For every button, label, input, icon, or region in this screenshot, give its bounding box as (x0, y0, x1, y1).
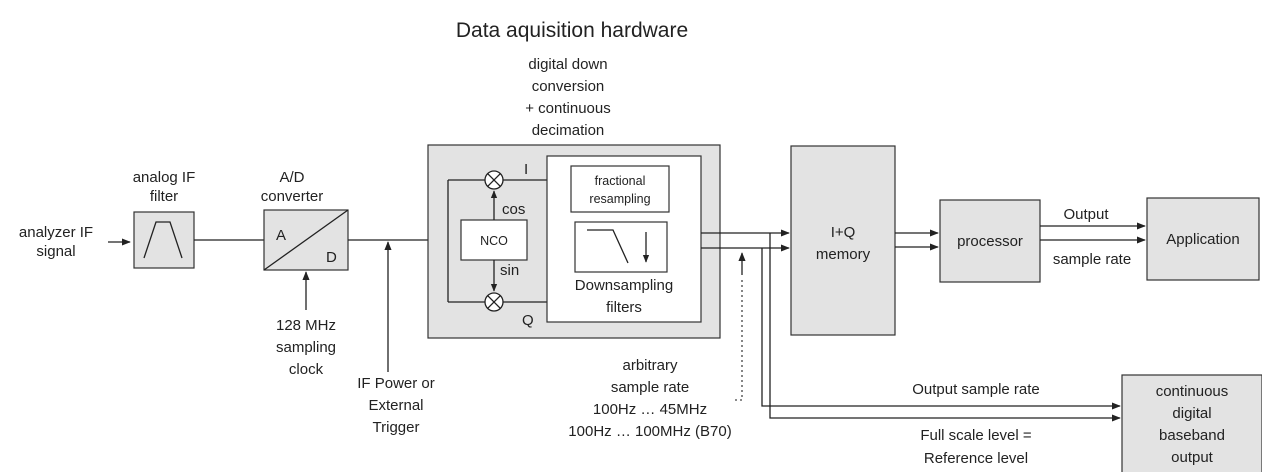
ddc-label-line1: digital down (528, 56, 607, 73)
clock-label-line2: sampling (276, 339, 336, 356)
output-sample-rate-label: Output sample rate (912, 381, 1040, 398)
trigger-label-line3: Trigger (373, 419, 420, 436)
analog-filter-label-line1: analog IF (133, 169, 196, 186)
sin-label: sin (500, 262, 519, 279)
i-mixer-icon (484, 170, 504, 190)
sample-rate-line2: sample rate (611, 379, 689, 396)
baseband-label-line3: baseband (1159, 427, 1225, 444)
adc-d-label: D (326, 249, 337, 266)
nco-label: NCO (480, 234, 508, 248)
input-label-line1: analyzer IF (19, 224, 93, 241)
ddc-label-line4: decimation (532, 122, 605, 139)
full-scale-level-path (769, 233, 1121, 422)
fractional-label-line2: resampling (589, 192, 650, 206)
sample-rate-line1: arbitrary (622, 357, 678, 374)
clock-label-line3: clock (289, 361, 324, 378)
memory-label-line1: I+Q (831, 224, 856, 241)
processor-sample-rate-label: sample rate (1053, 251, 1131, 268)
q-label: Q (522, 312, 534, 329)
baseband-output-block (1121, 374, 1262, 472)
analog-filter-box (133, 211, 195, 269)
full-scale-label-line2: Reference level (924, 450, 1028, 467)
application-label: Application (1166, 231, 1239, 248)
adc-label-line1: A/D (279, 169, 304, 186)
baseband-label-line2: digital (1172, 405, 1211, 422)
output-sample-rate-path (761, 248, 1121, 410)
analog-filter-label-line2: filter (150, 188, 178, 205)
cos-label: cos (502, 201, 525, 218)
input-signal-label: analyzer IF signal (19, 224, 93, 260)
adc-diagonal (263, 209, 349, 271)
trigger-label-line2: External (368, 397, 423, 414)
downsampling-label-line2: filters (606, 299, 642, 316)
iq-memory-block (790, 145, 896, 336)
adc-a-label: A (276, 227, 286, 244)
i-label: I (524, 161, 528, 178)
output-label: Output (1063, 206, 1109, 223)
memory-label-line2: memory (816, 246, 871, 263)
ddc-label-line2: conversion (532, 78, 605, 95)
diagram-title: Data aquisition hardware (456, 19, 688, 42)
adc-label-line2: converter (261, 188, 324, 205)
trigger-label-line1: IF Power or (357, 375, 435, 392)
clock-label-line1: 128 MHz (276, 317, 336, 334)
fractional-label-line1: fractional (595, 174, 646, 188)
processor-block (939, 199, 1041, 283)
application-block (1146, 197, 1260, 281)
bandpass-filter-icon (143, 221, 183, 259)
processor-label: processor (957, 233, 1023, 250)
sample-rate-line4: 100Hz … 100MHz (B70) (568, 423, 731, 440)
q-mixer-icon (484, 292, 504, 312)
ddc-label-line3: + continuous (525, 100, 610, 117)
baseband-label-line4: output (1171, 449, 1214, 466)
input-label-line2: signal (36, 243, 75, 260)
sample-rate-leader (732, 280, 743, 401)
downsampling-label-line1: Downsampling (575, 277, 673, 294)
fractional-resampling-box (570, 165, 670, 213)
baseband-label-line1: continuous (1156, 383, 1229, 400)
full-scale-label-line1: Full scale level = (920, 427, 1032, 444)
lowpass-filter-icon (587, 229, 629, 264)
sample-rate-line3: 100Hz … 45MHz (593, 401, 707, 418)
